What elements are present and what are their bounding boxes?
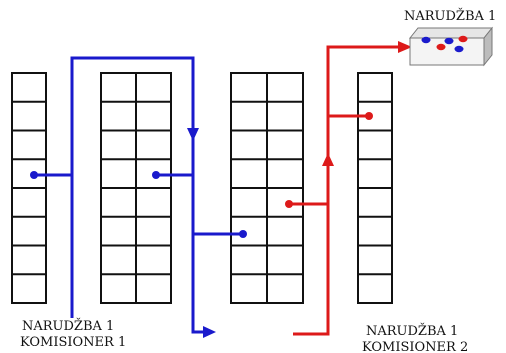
picker1-name-label: KOMISIONER 1 — [20, 335, 126, 350]
rack-3 — [230, 72, 304, 304]
picker1-path — [34, 56, 243, 334]
picker2-pick-points — [285, 112, 373, 208]
rack-4 — [357, 72, 393, 304]
rack-2 — [100, 72, 172, 304]
picker1-pick-points — [30, 171, 247, 238]
picker1-order-label: NARUDŽBA 1 — [22, 318, 114, 334]
picker1-arrowheads — [187, 128, 216, 338]
picker2-order-label: NARUDŽBA 1 — [366, 323, 458, 339]
picker2-arrowheads — [322, 41, 412, 166]
rack-1 — [11, 72, 47, 304]
picker2-name-label: KOMISIONER 2 — [362, 340, 468, 353]
picker2-path — [289, 45, 400, 336]
order-box-label: NARUDŽBA 1 — [404, 8, 496, 24]
box-with-colored-dots-icon — [408, 26, 494, 67]
